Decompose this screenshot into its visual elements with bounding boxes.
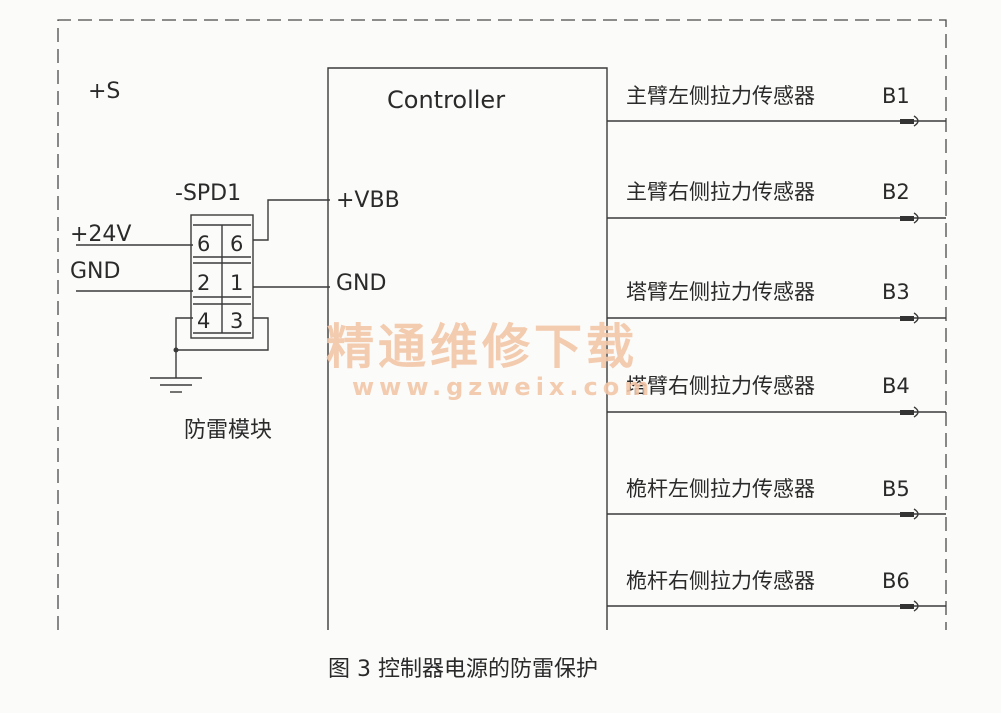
connector-socket-icon xyxy=(913,115,946,127)
spd-module: 6 6 2 1 4 3 xyxy=(190,214,254,339)
connector-socket-icon xyxy=(913,508,946,520)
sensor-tag: B3 xyxy=(882,280,910,304)
vbb-label: +VBB xyxy=(336,188,400,213)
spd-terminal: 2 xyxy=(197,271,210,295)
spd-module-outline xyxy=(190,214,254,339)
gnd-controller-label: GND xyxy=(336,271,386,296)
sensor-row-4: 塔臂右侧拉力传感器 B4 xyxy=(607,374,946,418)
connector-pin-icon xyxy=(900,410,914,415)
figure-caption: 图 3 控制器电源的防雷保护 xyxy=(328,657,598,682)
sensor-row-5: 桅杆左侧拉力传感器 B5 xyxy=(607,477,946,520)
sensor-name: 主臂左侧拉力传感器 xyxy=(626,84,815,108)
v24-label: +24V xyxy=(70,222,131,247)
spd-terminal: 1 xyxy=(230,271,243,295)
controller-title: Controller xyxy=(387,86,505,114)
spd-terminal: 4 xyxy=(197,309,210,333)
connector-socket-icon xyxy=(913,312,946,324)
module-label: 防雷模块 xyxy=(184,418,272,443)
junction-dot xyxy=(173,347,179,353)
sensor-name: 主臂右侧拉力传感器 xyxy=(626,180,815,204)
connector-socket-icon xyxy=(913,212,946,224)
connector-pin-icon xyxy=(900,512,914,517)
connector-socket-icon xyxy=(913,406,946,418)
connector-pin-icon xyxy=(900,216,914,221)
outer-dashed-frame xyxy=(57,19,947,630)
gnd-input-label: GND xyxy=(70,259,120,284)
watermark-title: 精通维修下载 xyxy=(326,319,638,375)
watermark-url: www.gzweix.com xyxy=(352,373,654,401)
sensor-tag: B1 xyxy=(882,84,910,108)
sensor-tag: B5 xyxy=(882,477,910,501)
connector-socket-icon xyxy=(913,600,946,612)
spd-label: -SPD1 xyxy=(175,181,241,206)
sensor-row-6: 桅杆右侧拉力传感器 B6 xyxy=(607,569,946,612)
sensor-row-3: 塔臂左侧拉力传感器 B3 xyxy=(607,280,946,324)
spd-terminal: 6 xyxy=(230,232,243,256)
wire-vbb xyxy=(253,199,330,241)
spd-terminal: 3 xyxy=(230,309,243,333)
sensor-tag: B6 xyxy=(882,569,910,593)
controller-box xyxy=(327,67,608,630)
supply-section-label: +S xyxy=(88,79,120,104)
connector-pin-icon xyxy=(900,604,914,609)
sensor-tag: B4 xyxy=(882,374,910,398)
wire-earth-right xyxy=(176,317,269,351)
sensor-name: 桅杆左侧拉力传感器 xyxy=(626,477,815,501)
ground-icon xyxy=(150,377,202,393)
sensor-name: 塔臂右侧拉力传感器 xyxy=(626,374,815,398)
sensor-name: 桅杆右侧拉力传感器 xyxy=(626,569,815,593)
sensor-tag: B2 xyxy=(882,180,910,204)
connector-pin-icon xyxy=(900,316,914,321)
wire-earth-left xyxy=(175,317,193,350)
sensor-row-1: 主臂左侧拉力传感器 B1 xyxy=(607,84,946,127)
spd-terminal: 6 xyxy=(197,232,210,256)
connector-pin-icon xyxy=(900,119,914,124)
sensor-name: 塔臂左侧拉力传感器 xyxy=(626,280,815,304)
sensor-row-2: 主臂右侧拉力传感器 B2 xyxy=(607,180,946,224)
